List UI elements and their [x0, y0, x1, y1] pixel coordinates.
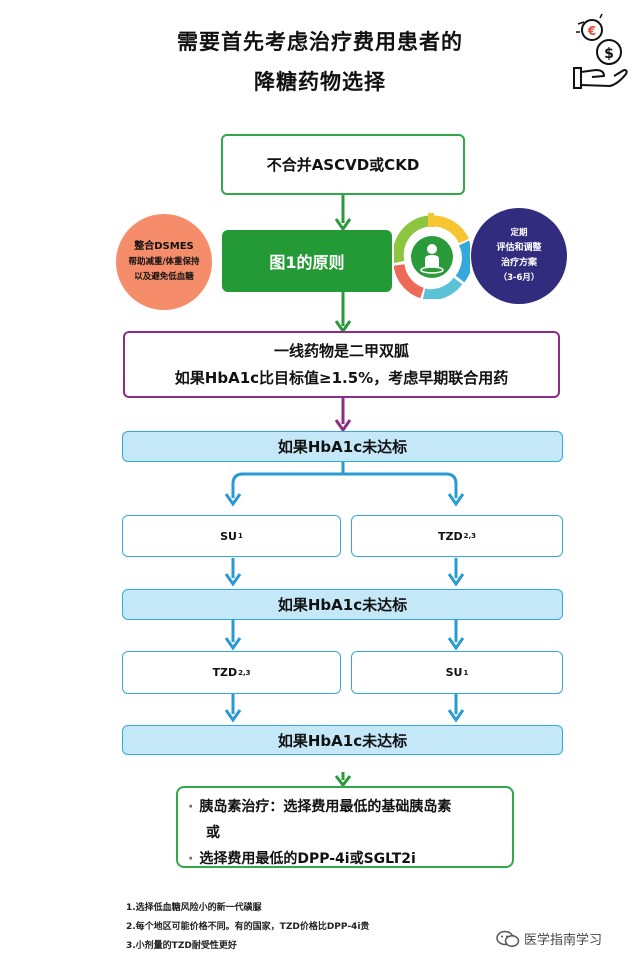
final-item-or: 或 — [206, 825, 220, 841]
footnote-2: 2.每个地区可能价格不同。有的国家，TZD价格比DPP-4i贵 — [126, 922, 370, 932]
footnote-3: 3.小剂量的TZD耐受性更好 — [126, 941, 237, 951]
wechat-icon — [496, 930, 520, 947]
review-line2: 评估和调整 — [496, 243, 542, 253]
dsmes-line1: 整合DSMES — [134, 241, 194, 252]
option-left-2-footnote: 2,3 — [238, 668, 251, 677]
hba1c-not-reached-3: 如果HbA1c未达标 — [122, 725, 563, 755]
dsmes-line3: 以及避免低血糖 — [134, 272, 194, 282]
page-title-line2: 降糖药物选择 — [254, 70, 386, 94]
final-item-oral: ·选择费用最低的DPP-4i或SGLT2i — [188, 851, 416, 867]
svg-text:€: € — [587, 24, 596, 38]
review-circle: 定期 评估和调整 治疗方案 （3-6月） — [471, 208, 567, 304]
option-left-2-label: TZD — [212, 666, 238, 679]
start-box: 不合并ASCVD或CKD — [221, 134, 465, 195]
first-line-box: 一线药物是二甲双胍 如果HbA1c比目标值≥1.5%，考虑早期联合用药 — [123, 331, 560, 398]
review-line1: 定期 — [510, 228, 528, 238]
option-right-2-label: SU — [445, 666, 463, 679]
svg-text:$: $ — [604, 46, 614, 62]
final-options-box: ·胰岛素治疗：选择费用最低的基础胰岛素 或 ·选择费用最低的DPP-4i或SGL… — [176, 786, 514, 868]
option-right-2-footnote: 1 — [463, 668, 469, 677]
watermark: 医学指南学习 — [496, 929, 602, 948]
footnote-1: 1.选择低血糖风险小的新一代磺脲 — [126, 903, 262, 913]
first-line-combo: 如果HbA1c比目标值≥1.5%，考虑早期联合用药 — [174, 368, 509, 387]
watermark-text: 医学指南学习 — [524, 933, 603, 948]
option-left-1-label: SU — [220, 529, 237, 543]
hba1c-not-reached-1: 如果HbA1c未达标 — [122, 431, 563, 462]
dsmes-line2: 帮助减重/体重保持 — [128, 257, 200, 267]
first-line-drug: 一线药物是二甲双胍 — [273, 341, 409, 360]
money-hand-icon: € $ — [570, 10, 630, 96]
review-line4: （3-6月） — [498, 273, 540, 283]
cycle-person-icon — [392, 213, 473, 303]
dsmes-circle: 整合DSMES 帮助减重/体重保持 以及避免低血糖 — [116, 214, 212, 310]
final-item-insulin: ·胰岛素治疗：选择费用最低的基础胰岛素 — [188, 799, 452, 815]
principle-box: 图1的原则 — [222, 230, 392, 292]
option-right-1-footnote: 2,3 — [463, 532, 477, 540]
review-line3: 治疗方案 — [500, 258, 537, 268]
page-title-line1: 需要首先考虑治疗费用患者的 — [177, 30, 463, 54]
hba1c-not-reached-2: 如果HbA1c未达标 — [122, 589, 563, 620]
option-right-1-label: TZD — [437, 529, 463, 543]
option-left-1-footnote: 1 — [237, 532, 243, 540]
